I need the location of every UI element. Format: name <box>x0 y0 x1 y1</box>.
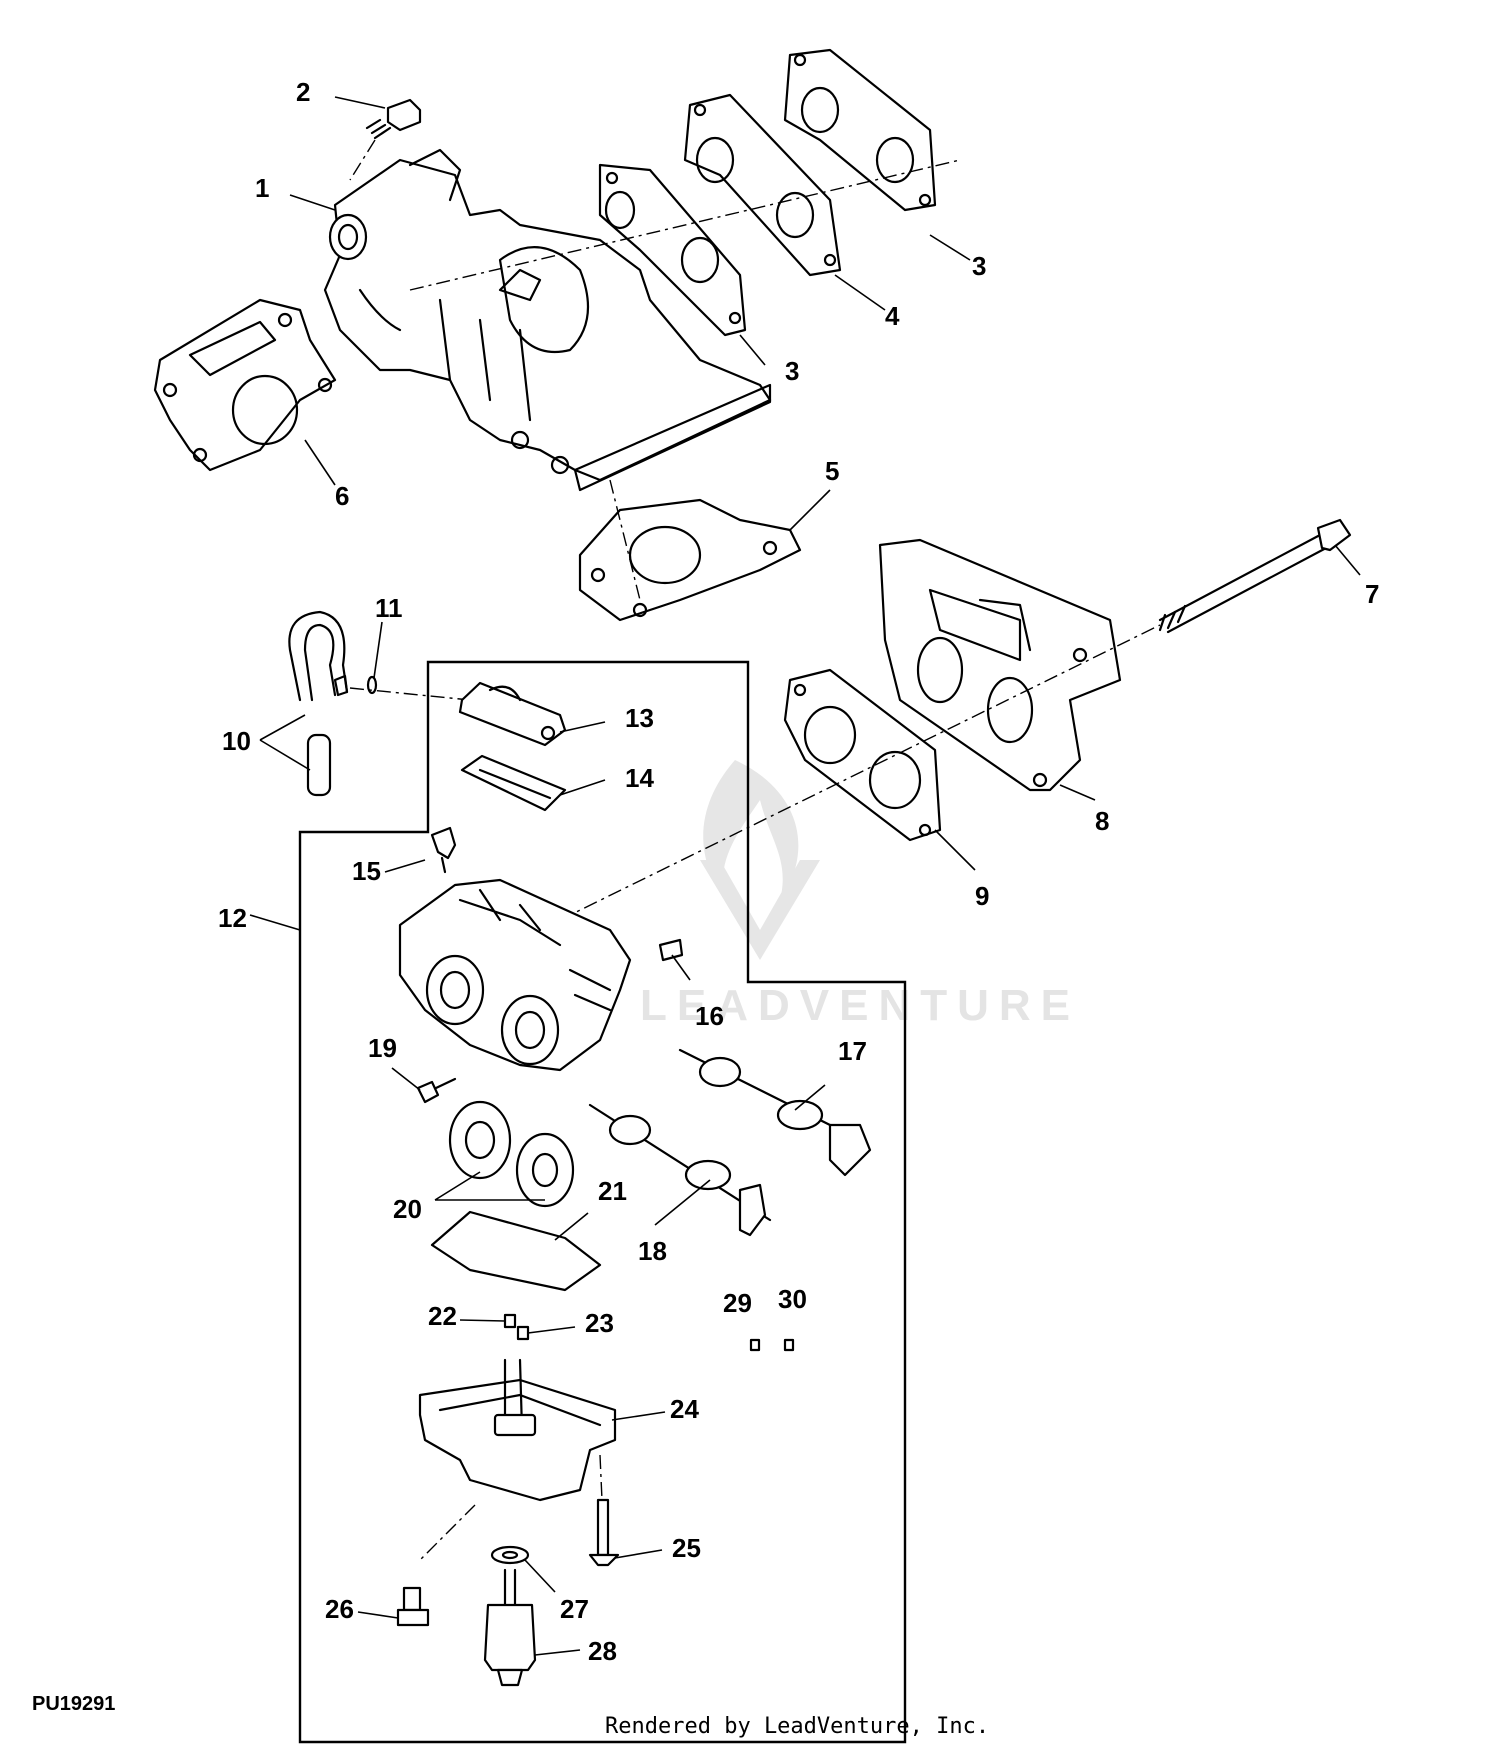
callout-16: 16 <box>695 1001 724 1031</box>
callout-21: 21 <box>598 1176 627 1206</box>
intake-manifold <box>323 148 772 492</box>
callout-1: 1 <box>255 173 269 203</box>
callout-12: 12 <box>218 903 247 933</box>
figure-id: PU19291 <box>32 1693 116 1715</box>
washer-27 <box>490 1545 530 1565</box>
callout-3-upper: 3 <box>972 251 986 281</box>
gasket-5 <box>578 498 802 622</box>
gasket-6 <box>153 298 337 472</box>
screw-25 <box>588 1498 620 1567</box>
centerline-carburetor <box>559 624 1161 921</box>
spacer-4 <box>683 93 842 277</box>
callout-10: 10 <box>222 726 251 756</box>
fuel-hose-10 <box>288 610 349 797</box>
carburetor-body <box>398 878 632 1072</box>
callout-13: 13 <box>625 703 654 733</box>
callout-9: 9 <box>975 881 989 911</box>
choke-shaft-17 <box>678 1048 872 1177</box>
clamp-11 <box>366 675 378 695</box>
callout-29: 29 <box>723 1288 752 1318</box>
callout-14: 14 <box>625 763 654 793</box>
bolt-26 <box>396 1586 430 1627</box>
callout-15: 15 <box>352 856 381 886</box>
callout-22: 22 <box>428 1301 457 1331</box>
callout-30: 30 <box>778 1284 807 1314</box>
gasket-21 <box>430 1210 602 1292</box>
callout-3-lower: 3 <box>785 356 799 386</box>
jet-23 <box>516 1325 530 1341</box>
callout-labels: 1 2 3 3 4 5 6 7 8 9 10 11 12 13 14 15 16… <box>218 77 1379 1666</box>
cover-13 <box>458 681 567 747</box>
callout-27: 27 <box>560 1594 589 1624</box>
stud-7 <box>1158 518 1352 634</box>
callout-6: 6 <box>335 481 349 511</box>
callout-17: 17 <box>838 1036 867 1066</box>
watermark-text: LEADVENTURE <box>640 981 1080 1030</box>
centerline-screw <box>599 1454 603 1501</box>
gasket-3-upper <box>783 48 937 212</box>
centerline-gasket-5 <box>609 479 641 601</box>
callout-19: 19 <box>368 1033 397 1063</box>
solenoid-plug-15 <box>430 826 457 874</box>
gasket-9 <box>783 668 942 842</box>
callout-4: 4 <box>885 301 900 331</box>
callout-26: 26 <box>325 1594 354 1624</box>
callout-18: 18 <box>638 1236 667 1266</box>
centerline-manifold <box>409 159 961 291</box>
callout-23: 23 <box>585 1308 614 1338</box>
adapter-8 <box>878 538 1122 792</box>
centerline-bowl <box>419 1504 476 1561</box>
float-bowl-24 <box>418 1358 617 1502</box>
throttle-shaft-18 <box>588 1103 772 1237</box>
gasket-3-lower <box>598 163 747 337</box>
callout-11: 11 <box>375 593 403 623</box>
solenoid-28 <box>483 1568 537 1687</box>
screw-16 <box>658 938 684 962</box>
callout-28: 28 <box>588 1636 617 1666</box>
jet-22 <box>503 1313 517 1329</box>
callout-8: 8 <box>1095 806 1109 836</box>
render-credit: Rendered by LeadVenture, Inc. <box>605 1714 990 1739</box>
callout-7: 7 <box>1365 579 1379 609</box>
callout-2: 2 <box>296 77 310 107</box>
callout-24: 24 <box>670 1394 699 1424</box>
jets-20 <box>448 1100 575 1208</box>
part-30 <box>783 1338 795 1352</box>
callout-5: 5 <box>825 456 839 486</box>
watermark-logo <box>700 760 820 960</box>
centerline-hose <box>349 687 471 701</box>
part-29 <box>749 1338 761 1352</box>
leader-lines <box>249 96 1361 1656</box>
bolt-2 <box>349 98 422 181</box>
callout-20: 20 <box>393 1194 422 1224</box>
gasket-14 <box>460 754 567 812</box>
callout-25: 25 <box>672 1533 701 1563</box>
carburetor-kit-boundary <box>298 660 907 1744</box>
screw-19 <box>416 1077 457 1104</box>
